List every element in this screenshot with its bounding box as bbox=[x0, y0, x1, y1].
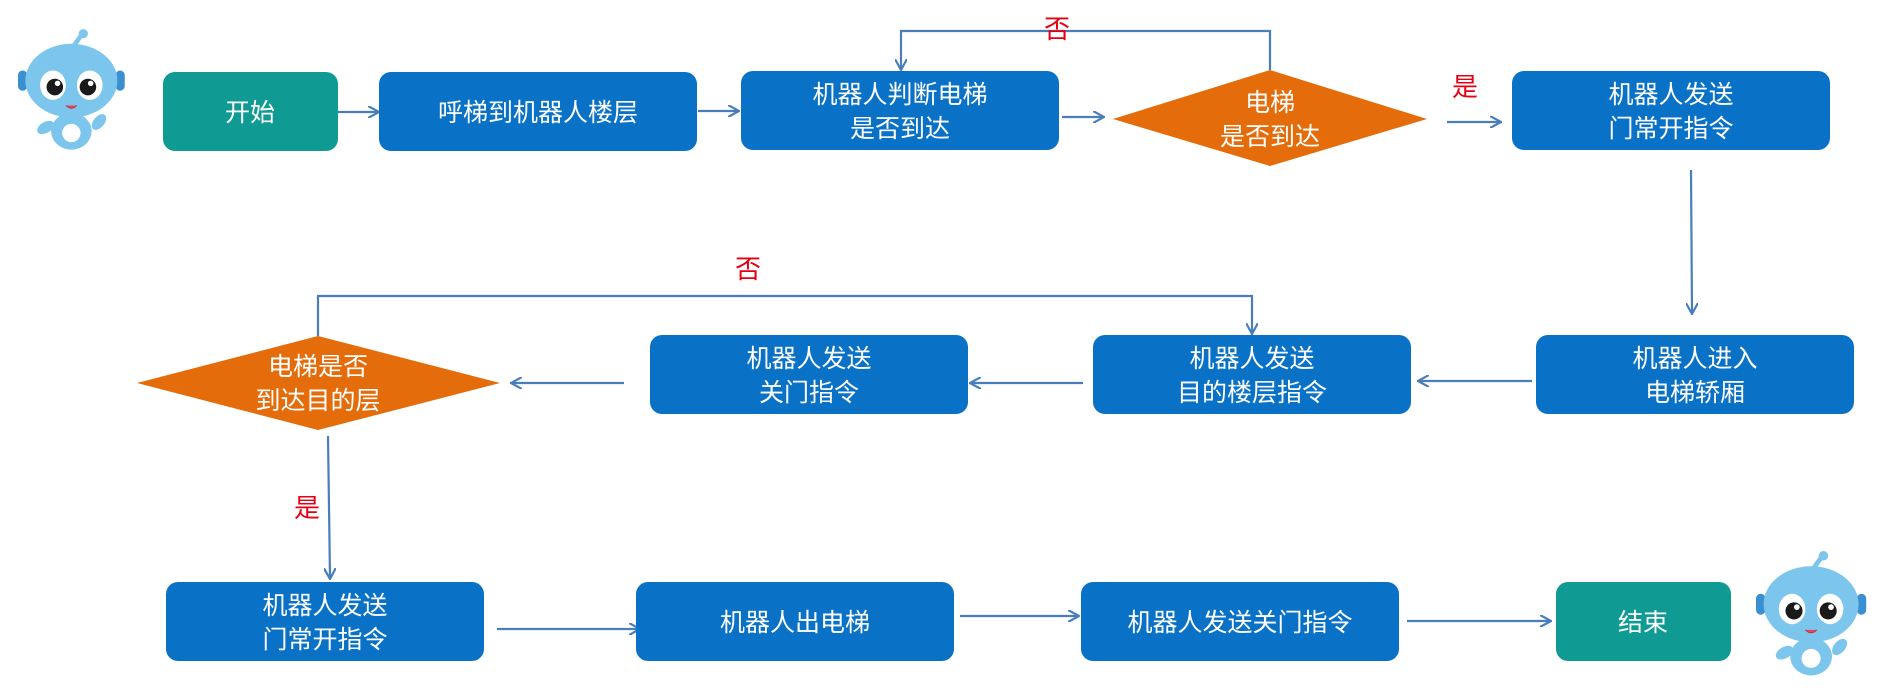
node-decision-target-line2: 到达目的层 bbox=[255, 386, 380, 415]
node-send-door-open-1-line1: 机器人发送 bbox=[1608, 80, 1733, 109]
loop-no-top bbox=[901, 29, 1272, 70]
node-end-label: 结束 bbox=[1618, 608, 1668, 637]
node-end: 结束 bbox=[1556, 582, 1731, 661]
node-exit-elevator: 机器人出电梯 bbox=[636, 582, 954, 661]
arrow-decision-yes-to-send-open-2 bbox=[328, 435, 330, 578]
node-start-label: 开始 bbox=[225, 98, 275, 127]
node-send-close-door-2: 机器人发送关门指令 bbox=[1081, 582, 1399, 661]
edge-label-no-top: 否 bbox=[1044, 15, 1070, 45]
node-enter-car-line1: 机器人进入 bbox=[1632, 344, 1757, 373]
robot-mascot-icon bbox=[1756, 551, 1866, 675]
node-send-target-floor-line1: 机器人发送 bbox=[1189, 344, 1314, 373]
node-decision-target: 电梯是否 到达目的层 bbox=[137, 336, 500, 430]
node-judge-elevator: 机器人判断电梯 是否到达 bbox=[741, 71, 1059, 150]
node-decision-arrived-line2: 是否到达 bbox=[1220, 122, 1320, 151]
robot-mascot-icon bbox=[18, 29, 125, 150]
node-enter-car: 机器人进入 电梯轿厢 bbox=[1536, 335, 1854, 414]
node-send-door-open-2-line2: 门常开指令 bbox=[262, 625, 387, 654]
node-send-target-floor: 机器人发送 目的楼层指令 bbox=[1093, 335, 1411, 414]
node-send-target-floor-line2: 目的楼层指令 bbox=[1177, 378, 1327, 407]
node-exit-elevator-label: 机器人出电梯 bbox=[720, 608, 870, 637]
node-send-door-open-2: 机器人发送 门常开指令 bbox=[166, 582, 484, 661]
node-enter-car-line2: 电梯轿厢 bbox=[1645, 378, 1745, 407]
node-judge-elevator-line1: 机器人判断电梯 bbox=[812, 80, 987, 109]
loop-no-middle bbox=[316, 294, 1252, 336]
node-send-close-door-1-line1: 机器人发送 bbox=[746, 344, 871, 373]
node-send-close-door-1: 机器人发送 关门指令 bbox=[650, 335, 968, 414]
arrow-send-open-to-enter bbox=[1691, 169, 1692, 313]
node-send-close-door-2-label: 机器人发送关门指令 bbox=[1127, 608, 1352, 637]
edge-label-yes-left: 是 bbox=[294, 494, 320, 524]
edge-label-yes-top: 是 bbox=[1452, 73, 1478, 103]
node-decision-target-line1: 电梯是否 bbox=[268, 352, 368, 381]
node-decision-arrived-line1: 电梯 bbox=[1245, 88, 1295, 117]
node-send-door-open-1: 机器人发送 门常开指令 bbox=[1512, 71, 1830, 150]
node-start: 开始 bbox=[163, 72, 338, 151]
connectors bbox=[316, 29, 1692, 629]
node-decision-arrived: 电梯 是否到达 bbox=[1113, 70, 1427, 166]
node-judge-elevator-line2: 是否到达 bbox=[850, 114, 950, 143]
node-send-door-open-2-line1: 机器人发送 bbox=[262, 591, 387, 620]
node-call-elevator-label: 呼梯到机器人楼层 bbox=[438, 98, 638, 127]
node-call-elevator: 呼梯到机器人楼层 bbox=[379, 72, 697, 151]
edge-label-no-middle: 否 bbox=[735, 255, 761, 285]
node-send-door-open-1-line2: 门常开指令 bbox=[1608, 114, 1733, 143]
node-send-close-door-1-line2: 关门指令 bbox=[759, 378, 859, 407]
